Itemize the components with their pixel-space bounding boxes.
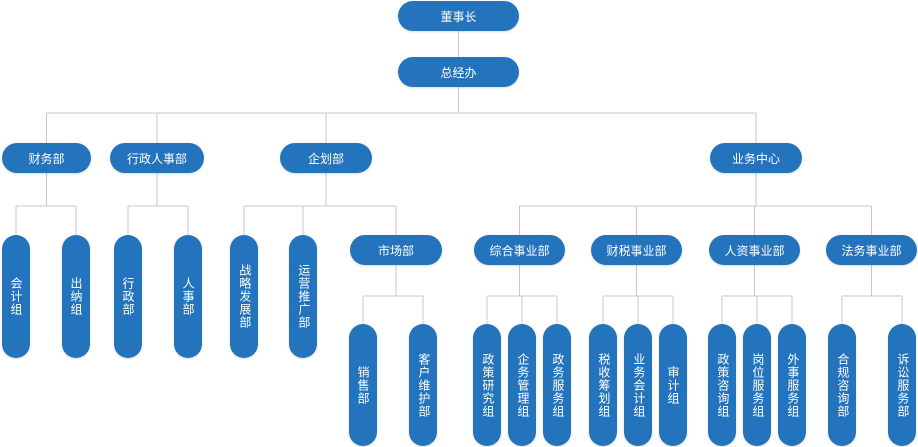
org-node-label: 财务部 xyxy=(28,151,65,166)
org-node: 出纳组 xyxy=(62,235,90,358)
org-node: 税收筹划组 xyxy=(589,324,617,446)
org-node-label: 外事服务组 xyxy=(785,352,800,418)
org-node-label: 法务事业部 xyxy=(841,243,902,258)
org-node: 法务事业部 xyxy=(826,235,917,265)
org-node: 销售部 xyxy=(349,324,377,446)
org-node: 诉讼服务部 xyxy=(888,324,916,446)
org-node: 业务会计组 xyxy=(624,324,652,446)
org-node: 企务管理组 xyxy=(508,324,536,446)
org-node: 政策咨询组 xyxy=(708,324,736,446)
org-node-label: 诉讼服务部 xyxy=(895,352,910,418)
org-node-label: 客户维护部 xyxy=(416,352,431,418)
org-node-label: 政策咨询组 xyxy=(715,352,730,418)
org-node: 合规咨询部 xyxy=(828,324,856,446)
org-node-label: 合规咨询部 xyxy=(835,352,850,418)
org-node: 总经办 xyxy=(398,57,519,87)
org-node-label: 政务服务组 xyxy=(550,352,565,418)
org-node-label: 审计组 xyxy=(666,365,680,405)
org-node-label: 业务会计组 xyxy=(631,352,646,418)
org-node: 政策研究组 xyxy=(473,324,501,446)
org-node-label: 人资事业部 xyxy=(724,243,785,258)
org-node: 人事部 xyxy=(174,235,202,358)
org-node: 外事服务组 xyxy=(778,324,806,446)
org-node-label: 战略发展部 xyxy=(237,264,252,329)
org-node-label: 企务管理组 xyxy=(515,352,530,418)
org-node: 财务部 xyxy=(2,143,91,173)
org-node-label: 政策研究组 xyxy=(480,352,495,418)
org-node-label: 行政人事部 xyxy=(126,151,187,166)
org-node: 政务服务组 xyxy=(543,324,571,446)
org-node: 客户维护部 xyxy=(409,324,437,446)
org-node: 行政部 xyxy=(114,235,142,358)
org-node-label: 企划部 xyxy=(307,151,344,166)
org-node: 人资事业部 xyxy=(709,235,800,265)
org-node: 综合事业部 xyxy=(474,235,565,265)
org-node-label: 运营推广部 xyxy=(296,264,311,329)
org-node: 市场部 xyxy=(350,235,442,265)
org-node-label: 业务中心 xyxy=(731,151,780,166)
org-node-label: 销售部 xyxy=(356,365,370,405)
org-node: 运营推广部 xyxy=(289,235,317,358)
org-node-label: 岗位服务组 xyxy=(750,352,765,418)
org-node-label: 市场部 xyxy=(377,243,414,258)
org-node-label: 财税事业部 xyxy=(606,243,667,258)
org-node-label: 总经办 xyxy=(440,65,477,80)
org-node-label: 税收筹划组 xyxy=(596,352,611,418)
org-node-label: 董事长 xyxy=(440,9,477,24)
org-node: 战略发展部 xyxy=(230,235,258,358)
org-node-label: 会计组 xyxy=(9,277,23,316)
org-node: 会计组 xyxy=(2,235,30,358)
org-node-label: 综合事业部 xyxy=(489,243,550,258)
org-node: 业务中心 xyxy=(710,143,802,173)
org-node: 行政人事部 xyxy=(110,143,204,173)
org-node-label: 行政部 xyxy=(121,277,135,316)
org-node-label: 出纳组 xyxy=(69,277,83,316)
org-node: 财税事业部 xyxy=(591,235,682,265)
org-node: 董事长 xyxy=(398,1,519,31)
org-node: 企划部 xyxy=(280,143,372,173)
org-node: 岗位服务组 xyxy=(743,324,771,446)
org-node: 审计组 xyxy=(659,324,687,446)
org-node-label: 人事部 xyxy=(181,277,195,316)
